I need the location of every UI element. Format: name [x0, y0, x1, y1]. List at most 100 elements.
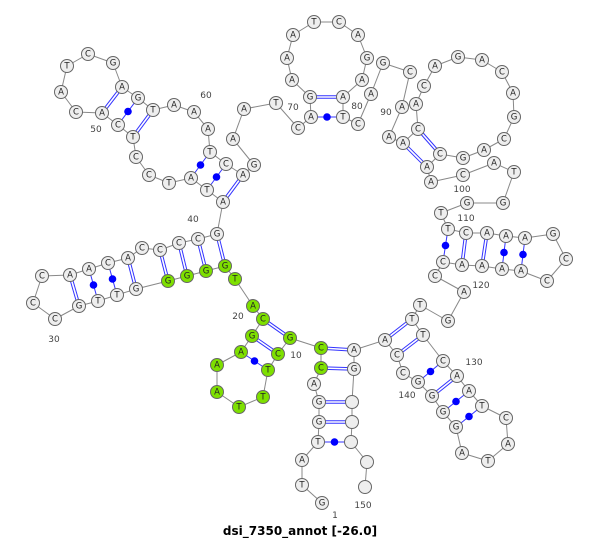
nucleotide[interactable]: A — [246, 299, 260, 313]
nucleotide[interactable]: A — [477, 143, 491, 157]
nucleotide[interactable]: G — [315, 496, 329, 510]
nucleotide[interactable]: G — [456, 151, 470, 165]
nucleotide[interactable]: A — [216, 195, 230, 209]
nucleotide[interactable]: T — [507, 165, 521, 179]
nucleotide[interactable]: A — [307, 377, 321, 391]
nucleotide[interactable]: G — [460, 196, 474, 210]
nucleotide[interactable]: T — [295, 478, 309, 492]
nucleotide[interactable]: A — [424, 175, 438, 189]
nucleotide[interactable]: T — [416, 328, 430, 342]
nucleotide[interactable]: G — [425, 389, 439, 403]
nucleotide[interactable]: G — [247, 158, 261, 172]
nucleotide[interactable]: C — [403, 65, 417, 79]
nucleotide[interactable]: G — [347, 362, 361, 376]
nucleotide[interactable]: T — [228, 272, 242, 286]
nucleotide[interactable]: A — [351, 28, 365, 42]
nucleotide[interactable]: T — [405, 312, 419, 326]
nucleotide[interactable]: C — [332, 15, 346, 29]
nucleotide[interactable]: A — [187, 105, 201, 119]
nucleotide[interactable]: A — [501, 437, 515, 451]
nucleotide[interactable]: T — [269, 96, 283, 110]
nucleotide[interactable]: C — [459, 226, 473, 240]
nucleotide[interactable]: C — [436, 354, 450, 368]
nucleotide[interactable] — [345, 395, 359, 409]
nucleotide[interactable]: C — [111, 118, 125, 132]
nucleotide[interactable]: A — [355, 73, 369, 87]
nucleotide[interactable]: A — [420, 160, 434, 174]
nucleotide[interactable]: C — [35, 269, 49, 283]
nucleotide[interactable]: A — [487, 156, 501, 170]
nucleotide[interactable]: A — [95, 106, 109, 120]
nucleotide[interactable]: A — [54, 85, 68, 99]
nucleotide[interactable]: T — [413, 298, 427, 312]
nucleotide[interactable]: A — [63, 268, 77, 282]
nucleotide[interactable]: G — [436, 405, 450, 419]
nucleotide[interactable]: C — [142, 168, 156, 182]
nucleotide[interactable]: C — [26, 296, 40, 310]
nucleotide[interactable]: G — [507, 110, 521, 124]
nucleotide[interactable]: G — [312, 415, 326, 429]
nucleotide[interactable]: T — [200, 183, 214, 197]
nucleotide[interactable]: C — [191, 232, 205, 246]
nucleotide[interactable]: C — [436, 255, 450, 269]
nucleotide[interactable]: C — [559, 252, 573, 266]
nucleotide[interactable]: T — [481, 454, 495, 468]
nucleotide[interactable]: C — [433, 147, 447, 161]
nucleotide[interactable]: C — [48, 312, 62, 326]
nucleotide[interactable]: G — [106, 56, 120, 70]
nucleotide[interactable]: G — [546, 227, 560, 241]
nucleotide[interactable]: A — [378, 333, 392, 347]
nucleotide[interactable]: G — [210, 227, 224, 241]
nucleotide[interactable]: C — [390, 348, 404, 362]
nucleotide[interactable]: A — [364, 87, 378, 101]
nucleotide[interactable]: C — [219, 157, 233, 171]
nucleotide[interactable]: T — [110, 288, 124, 302]
nucleotide[interactable]: C — [256, 312, 270, 326]
nucleotide[interactable]: A — [518, 231, 532, 245]
nucleotide[interactable]: C — [417, 79, 431, 93]
nucleotide[interactable]: A — [121, 251, 135, 265]
nucleotide[interactable]: G — [441, 314, 455, 328]
nucleotide[interactable]: G — [129, 282, 143, 296]
nucleotide[interactable]: A — [280, 51, 294, 65]
nucleotide[interactable]: C — [135, 241, 149, 255]
nucleotide[interactable]: T — [91, 294, 105, 308]
nucleotide[interactable]: C — [411, 122, 425, 136]
nucleotide[interactable]: T — [434, 206, 448, 220]
nucleotide[interactable]: C — [351, 117, 365, 131]
nucleotide[interactable]: A — [475, 259, 489, 273]
nucleotide[interactable]: T — [162, 176, 176, 190]
nucleotide[interactable]: A — [428, 59, 442, 73]
nucleotide[interactable]: A — [115, 80, 129, 94]
nucleotide[interactable]: G — [303, 90, 317, 104]
nucleotide[interactable]: T — [307, 15, 321, 29]
nucleotide[interactable]: A — [82, 262, 96, 276]
nucleotide[interactable]: A — [285, 73, 299, 87]
nucleotide[interactable]: T — [441, 222, 455, 236]
nucleotide[interactable]: C — [456, 168, 470, 182]
nucleotide[interactable]: T — [475, 399, 489, 413]
nucleotide[interactable]: A — [506, 86, 520, 100]
nucleotide[interactable]: A — [226, 132, 240, 146]
nucleotide[interactable]: T — [60, 59, 74, 73]
nucleotide[interactable]: C — [314, 341, 328, 355]
nucleotide[interactable]: A — [304, 110, 318, 124]
nucleotide[interactable]: C — [172, 236, 186, 250]
nucleotide[interactable] — [358, 480, 372, 494]
nucleotide[interactable]: C — [540, 274, 554, 288]
nucleotide[interactable]: T — [261, 363, 275, 377]
nucleotide[interactable]: G — [72, 299, 86, 313]
nucleotide[interactable]: C — [495, 65, 509, 79]
nucleotide[interactable]: A — [184, 171, 198, 185]
nucleotide[interactable]: A — [336, 90, 350, 104]
nucleotide[interactable]: A — [495, 262, 509, 276]
nucleotide[interactable]: A — [480, 226, 494, 240]
nucleotide[interactable]: A — [210, 358, 224, 372]
nucleotide[interactable]: G — [449, 420, 463, 434]
nucleotide[interactable]: A — [455, 258, 469, 272]
nucleotide[interactable]: A — [167, 98, 181, 112]
nucleotide[interactable]: C — [497, 132, 511, 146]
nucleotide[interactable]: A — [234, 345, 248, 359]
nucleotide[interactable]: A — [455, 446, 469, 460]
nucleotide[interactable]: A — [210, 385, 224, 399]
